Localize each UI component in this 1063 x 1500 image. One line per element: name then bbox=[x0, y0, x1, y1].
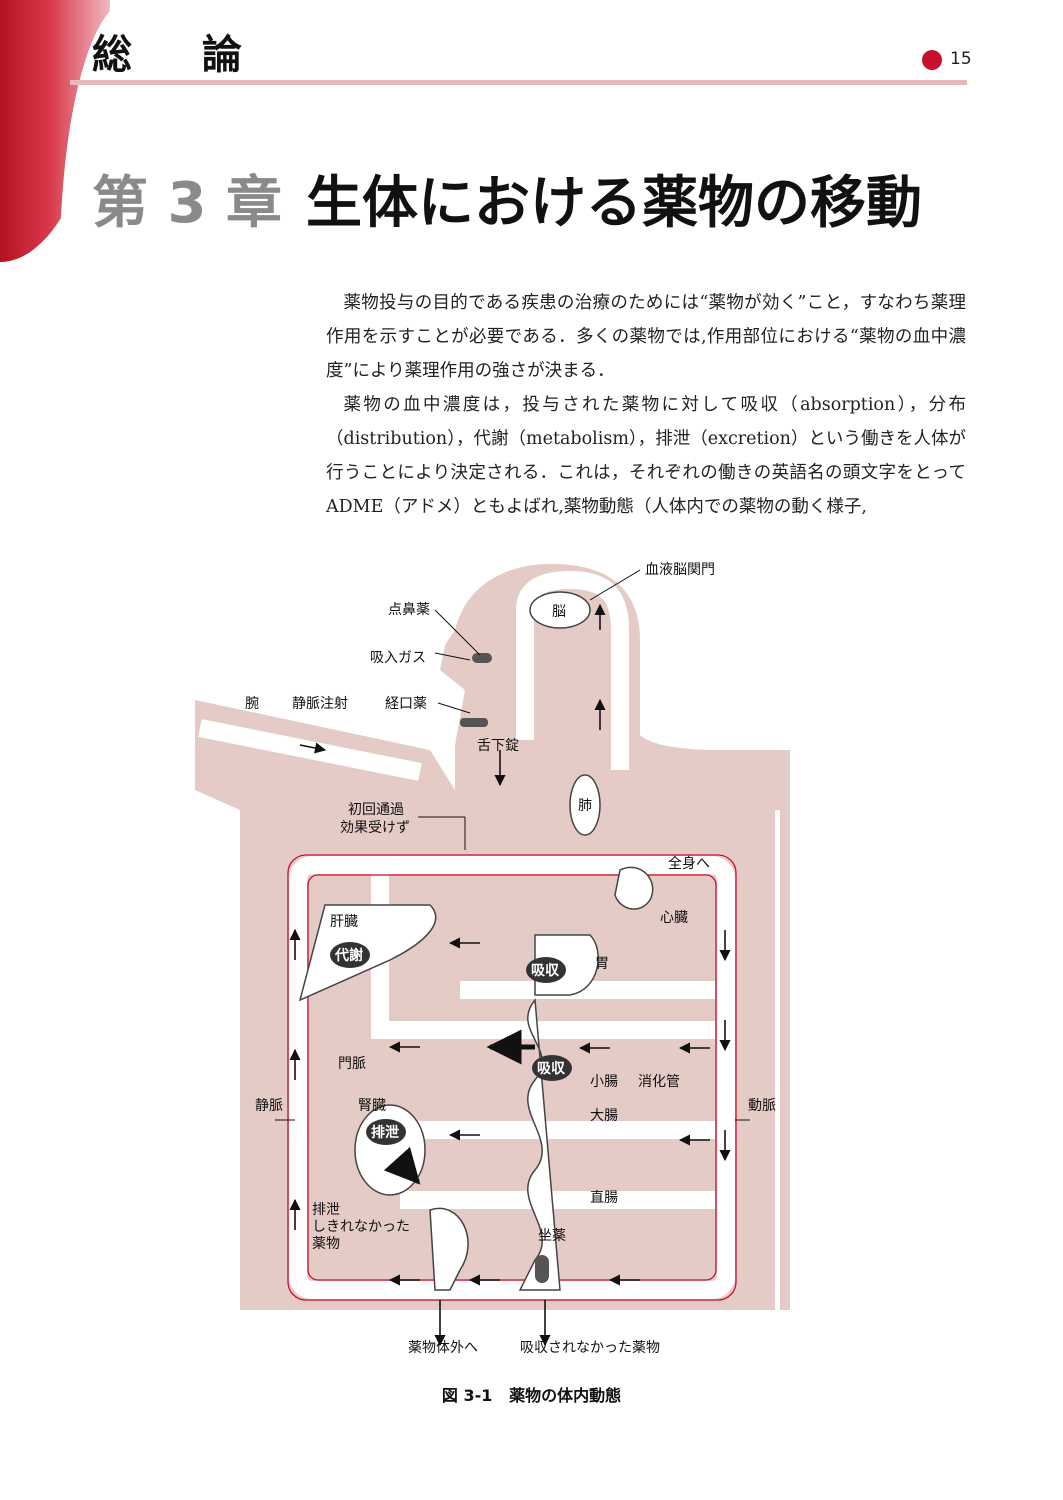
vessel-outline bbox=[287, 854, 737, 1301]
label-bbb: 血液脳関門 bbox=[645, 562, 715, 578]
label-sublingual: 舌下錠 bbox=[477, 738, 519, 754]
label-first-pass-2: 効果受けず bbox=[340, 820, 410, 836]
label-rectum: 直腸 bbox=[590, 1189, 618, 1206]
chapter-number: 第 3 章 bbox=[92, 171, 282, 236]
label-nasal: 点鼻薬 bbox=[388, 601, 430, 618]
pills bbox=[460, 653, 549, 1283]
badges bbox=[330, 942, 572, 1145]
badge-absorption-stomach: 吸収 bbox=[531, 962, 560, 979]
label-out-of-body: 薬物体外へ bbox=[408, 1340, 478, 1356]
page-number: 15 bbox=[950, 49, 972, 69]
label-unexcreted-3: 薬物 bbox=[312, 1236, 340, 1252]
header-rule bbox=[70, 80, 967, 85]
label-iv: 静脈注射 bbox=[292, 696, 348, 712]
heart bbox=[614, 866, 654, 910]
caption-text: 薬物の体内動態 bbox=[509, 1386, 622, 1405]
brain bbox=[529, 591, 591, 629]
label-digestive: 消化管 bbox=[638, 1074, 680, 1090]
lung bbox=[569, 774, 601, 836]
section-title: 総 論 bbox=[92, 32, 270, 78]
page-marker-dot bbox=[922, 50, 942, 70]
label-oral: 経口薬 bbox=[385, 696, 427, 712]
caption-label: 図 3-1 bbox=[441, 1386, 493, 1405]
label-kidney: 腎臓 bbox=[358, 1098, 386, 1114]
label-liver: 肝臓 bbox=[330, 914, 358, 930]
flow-arrows bbox=[289, 603, 731, 1347]
label-suppository: 坐薬 bbox=[538, 1228, 566, 1244]
label-portal: 門脈 bbox=[338, 1056, 366, 1072]
adme-figure: 血液脳関門 脳 点鼻薬 吸入ガス 腕 静脈注射 経口薬 舌下錠 肺 初回通過 効… bbox=[195, 562, 790, 1356]
label-systemic: 全身へ bbox=[668, 855, 710, 872]
label-stomach: 胃 bbox=[595, 956, 609, 972]
chapter-title: 生体における薬物の移動 bbox=[305, 171, 922, 236]
bladder bbox=[429, 1207, 469, 1291]
body-text: 薬物投与の目的である疾患の治療のためには“薬物が効く”こと，すなわち薬理作用を示… bbox=[326, 286, 966, 524]
label-vein: 静脈 bbox=[255, 1098, 283, 1114]
label-unabsorbed: 吸収されなかった薬物 bbox=[520, 1340, 660, 1356]
badge-metabolism: 代謝 bbox=[334, 947, 363, 964]
label-small-intestine: 小腸 bbox=[590, 1074, 618, 1090]
label-unexcreted-2: しきれなかった bbox=[312, 1219, 410, 1235]
paragraph: 薬物投与の目的である疾患の治療のためには“薬物が効く”こと，すなわち薬理作用を示… bbox=[326, 293, 966, 381]
label-unexcreted-1: 排泄 bbox=[312, 1202, 340, 1218]
label-artery: 動脈 bbox=[748, 1098, 776, 1114]
chapter-heading: 第 3 章生体における薬物の移動 bbox=[92, 158, 922, 239]
figure-caption: 図 3-1 薬物の体内動態 bbox=[0, 1382, 1063, 1406]
label-first-pass-1: 初回通過 bbox=[348, 801, 404, 818]
leader-lines bbox=[275, 569, 750, 1121]
badge-absorption-intestine: 吸収 bbox=[537, 1060, 566, 1077]
intestine bbox=[518, 998, 561, 1291]
label-lung: 肺 bbox=[578, 798, 592, 814]
label-large-intestine: 大腸 bbox=[590, 1108, 618, 1124]
label-inhaled: 吸入ガス bbox=[370, 650, 426, 666]
paragraph: 薬物の血中濃度は，投与された薬物に対して吸収（absorption），分布（di… bbox=[326, 395, 966, 517]
label-heart: 心臓 bbox=[660, 910, 688, 926]
label-arm: 腕 bbox=[245, 696, 259, 712]
label-brain: 脳 bbox=[552, 604, 566, 620]
badge-excretion: 排泄 bbox=[371, 1124, 399, 1141]
